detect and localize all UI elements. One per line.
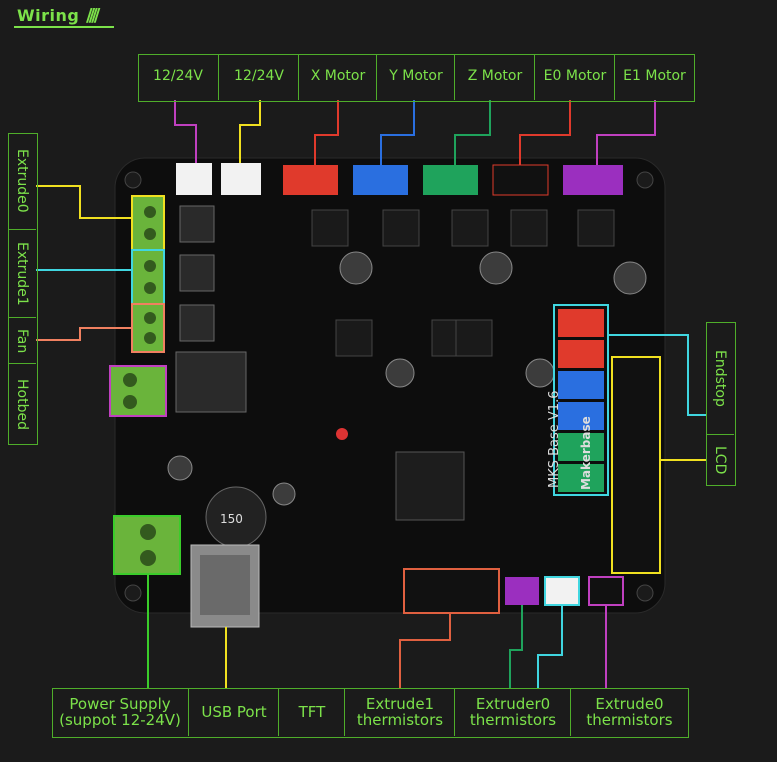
- mount-hole-br: [636, 584, 654, 602]
- left-label-extrude0: Extrude0: [14, 149, 30, 213]
- conn-e1-motor: [563, 165, 623, 195]
- mcu-chip: [395, 451, 465, 521]
- right-label-bar: [706, 322, 736, 486]
- bottom-label-power: Power Supply (suppot 12-24V): [52, 688, 188, 736]
- bottom-label-extrude1-line2: thermistors: [356, 711, 444, 729]
- right-label-endstop: Endstop: [712, 349, 728, 407]
- left-label-fan: Fan: [8, 317, 36, 364]
- top-label-12v-2: 12/24V: [218, 54, 299, 100]
- mount-hole-tr: [636, 171, 654, 189]
- lcd-header: [611, 356, 661, 574]
- left-label-hotbed: Hotbed: [8, 363, 36, 444]
- top-label-x-motor: X Motor: [298, 54, 377, 100]
- bottom-label-power-line2: (suppot 12-24V): [59, 711, 181, 729]
- bottom-label-extrude1-therm: Extrude1 thermistors: [344, 688, 455, 736]
- capacitors: [167, 251, 647, 506]
- top-label-12v-1: 12/24V: [153, 68, 203, 85]
- top-label-e1-motor: E1 Motor: [614, 54, 694, 100]
- conn-y-motor: [353, 165, 408, 195]
- inductor-text: 150: [220, 512, 243, 526]
- mount-hole-bl: [124, 584, 142, 602]
- stepper-drivers: [311, 209, 615, 357]
- top-label-e0-motor: E0 Motor: [534, 54, 615, 100]
- tft-header: [403, 568, 500, 614]
- therm-e0b: [588, 576, 624, 606]
- conn-12v-1: [176, 163, 212, 195]
- brand-text: Makerbase: [579, 416, 593, 490]
- endstop-block: [553, 304, 609, 496]
- conn-e0-motor: [492, 164, 549, 196]
- bottom-label-usb: USB Port: [188, 688, 279, 736]
- mount-hole-tl: [124, 171, 142, 189]
- bottom-label-extrude0-line1: Extrude0: [595, 694, 664, 713]
- top-label-y-motor: Y Motor: [376, 54, 455, 100]
- bottom-label-tft: TFT: [278, 688, 345, 736]
- mosfets: [175, 205, 247, 413]
- bottom-label-bar: [52, 688, 689, 738]
- conn-z-motor: [423, 165, 478, 195]
- reset-button-icon: [336, 428, 348, 440]
- top-label-bar: [138, 54, 695, 102]
- bottom-label-extruder0-therm: Extruder0 thermistors: [454, 688, 571, 736]
- therm-e1: [505, 577, 539, 605]
- left-label-bar: [8, 133, 38, 445]
- bottom-label-extrude1-line1: Extrude1: [365, 694, 435, 713]
- right-label-lcd: LCD: [706, 434, 734, 485]
- conn-12v-2: [221, 163, 261, 195]
- therm-e0a: [544, 576, 580, 606]
- left-label-extrude1: Extrude1: [8, 229, 36, 318]
- bottom-label-power-line1: Power Supply: [69, 694, 171, 713]
- title-underline: [14, 26, 114, 28]
- bottom-label-extruder0-line1: Extruder0: [475, 694, 551, 713]
- bottom-label-extruder0-line2: thermistors: [469, 711, 557, 729]
- left-terminals: [109, 195, 181, 575]
- board-model-text: MKS Base V1.6: [547, 391, 562, 488]
- top-label-z-motor: Z Motor: [454, 54, 535, 100]
- conn-x-motor: [283, 165, 338, 195]
- bottom-label-extrude0-therm: Extrude0 thermistors: [570, 688, 688, 736]
- diagram-title: Wiring: [17, 6, 80, 25]
- bottom-label-extrude0-line2: thermistors: [586, 711, 673, 729]
